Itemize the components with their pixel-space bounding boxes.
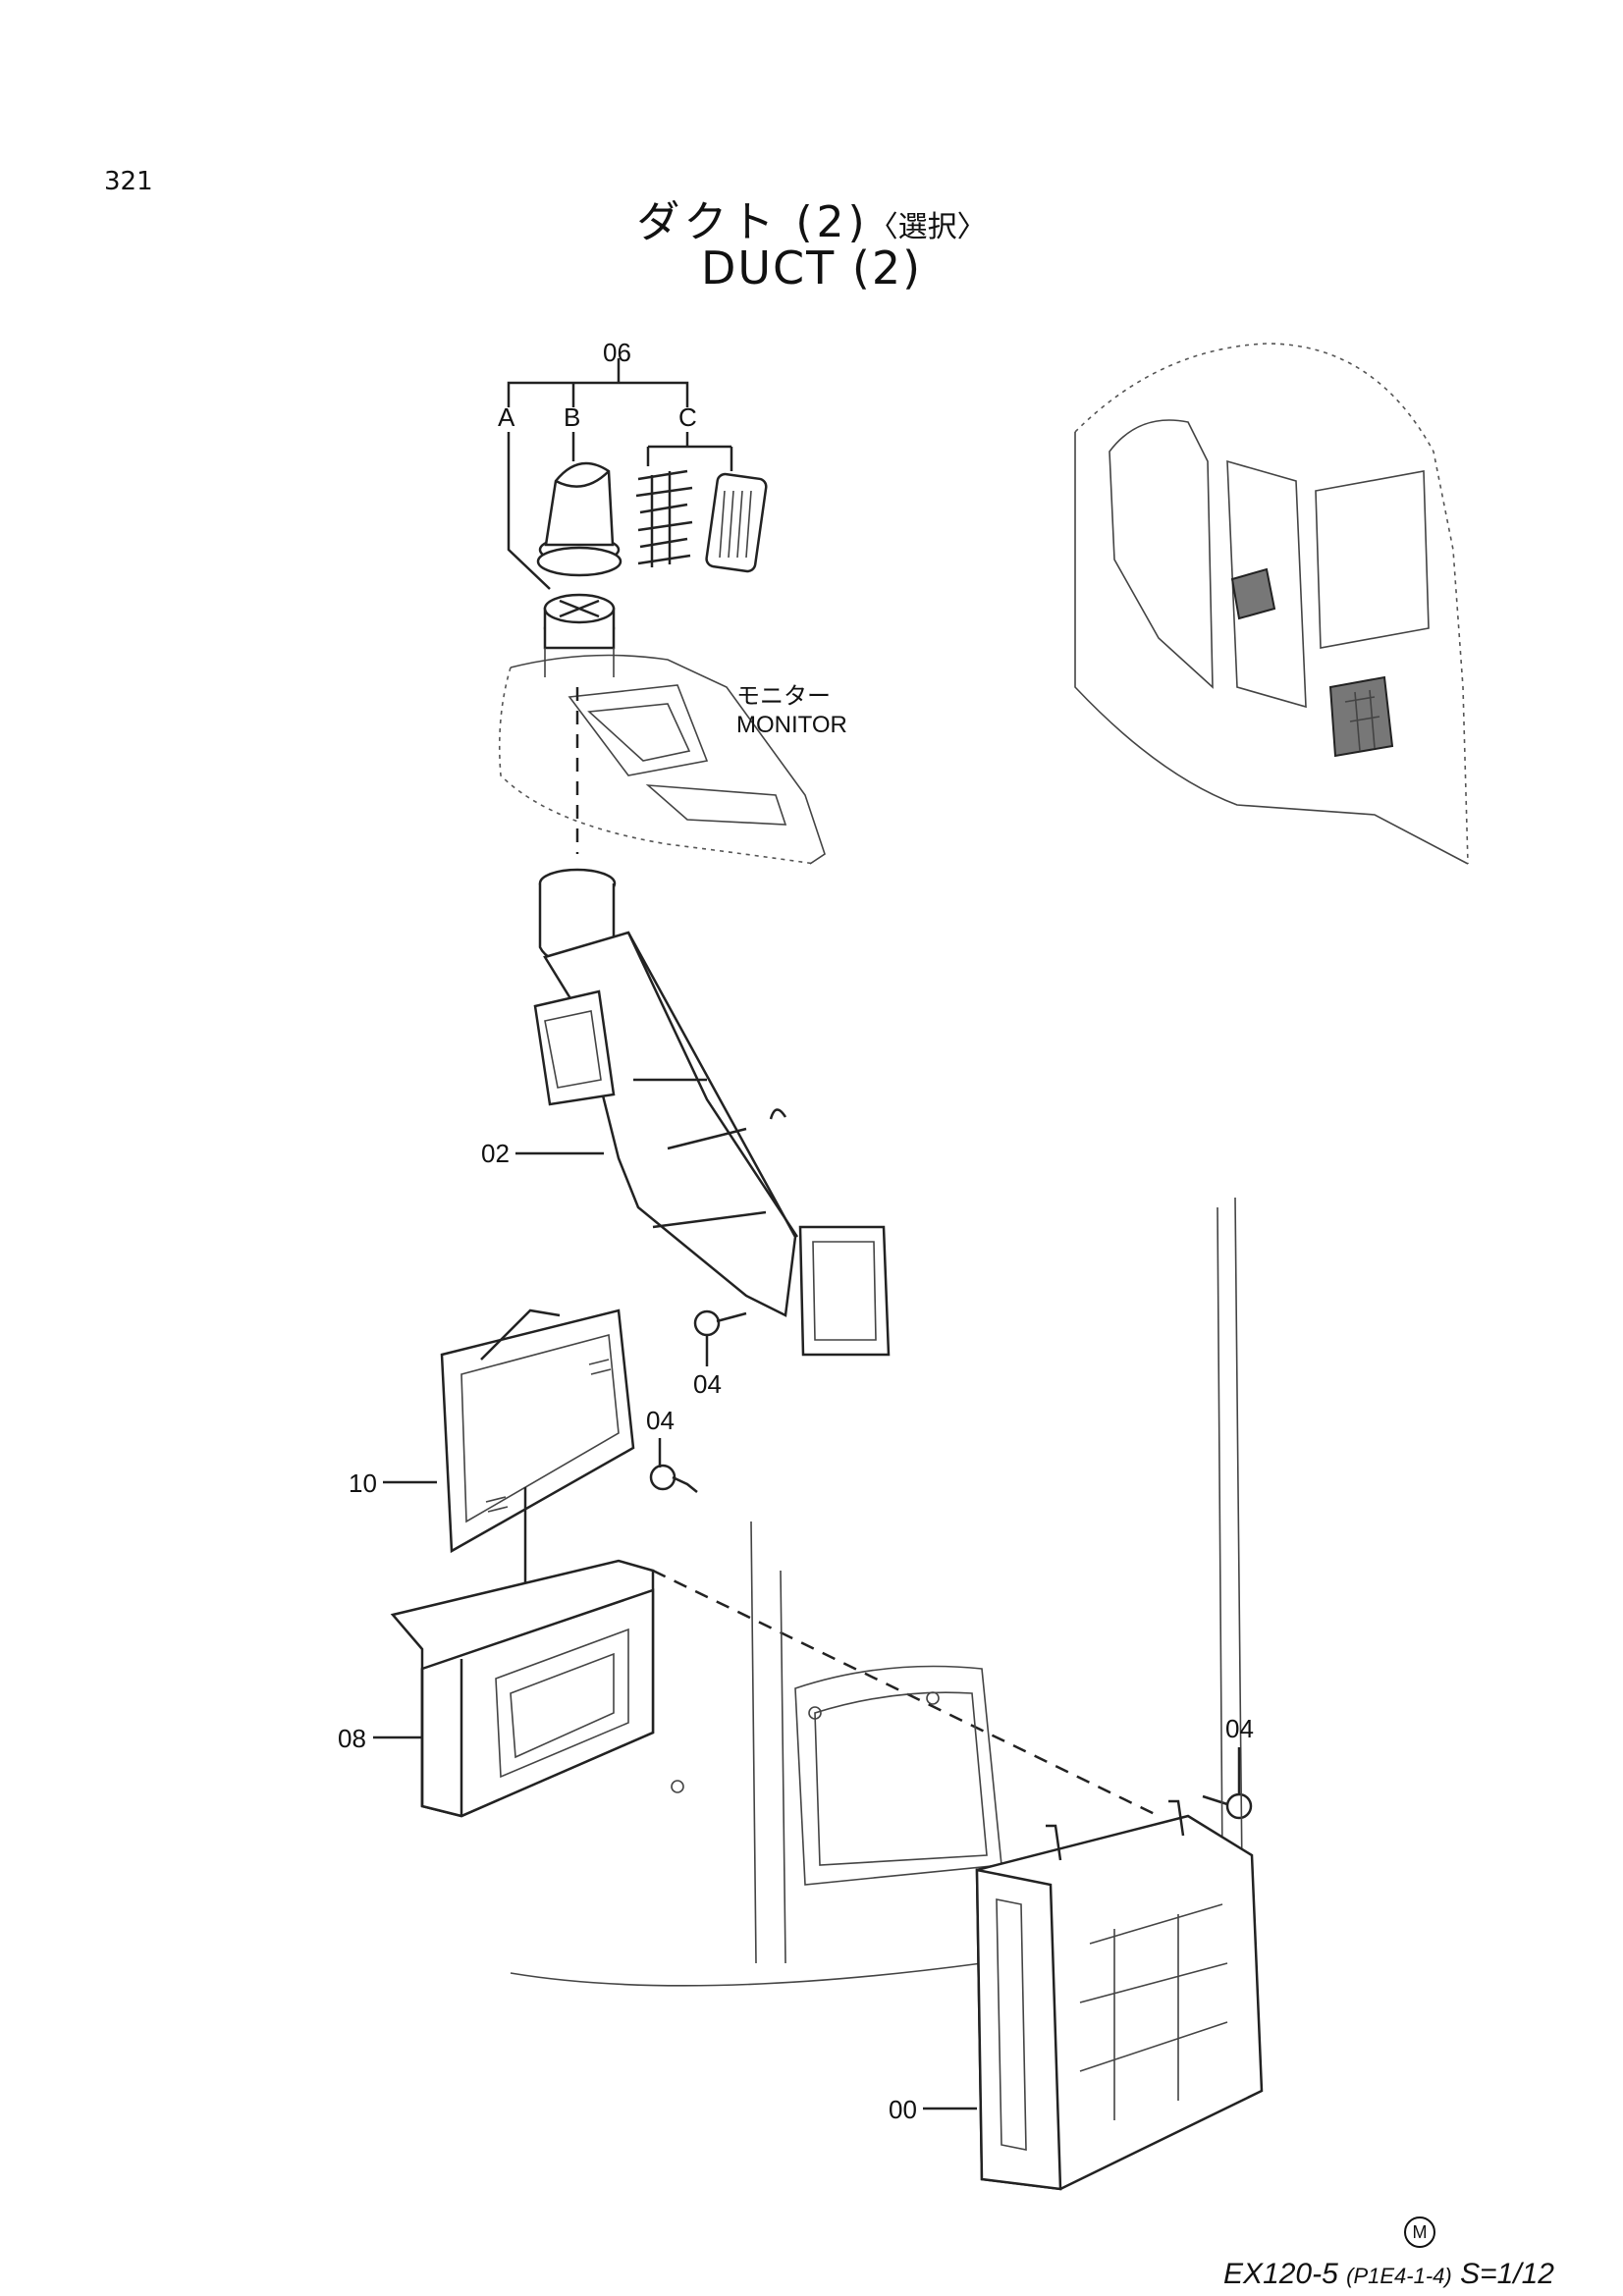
callout-10: 10 — [349, 1468, 377, 1498]
part-06a-round-vent — [543, 593, 616, 650]
callout-leaders — [373, 1151, 1241, 2110]
part-06c-grille — [705, 472, 768, 573]
callout-08: 08 — [338, 1724, 366, 1753]
note-monitor-en: MONITOR — [736, 712, 847, 738]
callout-04-upper: 04 — [693, 1369, 722, 1399]
callout-06: 06 — [603, 338, 631, 367]
part-10-filter — [440, 1308, 635, 1554]
monitor-housing — [498, 648, 826, 865]
callout-06c: C — [678, 402, 697, 432]
title-japanese: ダクト (2)〈選択〉 — [0, 187, 1623, 249]
mark-circled: M — [1404, 2216, 1435, 2248]
callout-00: 00 — [889, 2095, 917, 2124]
footer-scale: S=1/12 — [1460, 2258, 1554, 2290]
leader-case-to-cover — [652, 1569, 1160, 1818]
callout-04-middle: 04 — [646, 1406, 675, 1435]
part-04-screw-c — [1202, 1792, 1253, 1820]
title-option-label: 〈選択〉 — [868, 210, 987, 244]
title-japanese-text: ダクト (2) — [636, 197, 869, 247]
footer-model: EX120-5 — [1223, 2258, 1338, 2290]
note-monitor-jp: モニター — [736, 682, 831, 710]
part-06c-louver — [635, 469, 693, 567]
part-06b-nozzle — [536, 461, 622, 577]
part-04-screw-a — [693, 1309, 747, 1337]
callout-06-bracket — [507, 358, 733, 590]
footer-reference: EX120-5 (P1E4-1-4) S=1/12 — [1223, 2258, 1554, 2291]
title-english: DUCT (2) — [700, 241, 923, 294]
callout-06b: B — [564, 402, 581, 432]
callout-02: 02 — [481, 1139, 510, 1168]
callout-06a: A — [498, 402, 515, 432]
part-02-duct — [533, 868, 891, 1357]
page-number: 321 — [104, 167, 153, 196]
callout-04-lower: 04 — [1225, 1714, 1254, 1743]
part-00-cover — [975, 1799, 1264, 2191]
footer-code: (P1E4-1-4) — [1346, 2264, 1452, 2288]
cab-inset-illustration — [1074, 343, 1469, 865]
part-04-screw-b — [649, 1464, 698, 1493]
part-08-filter-case — [390, 1559, 655, 1818]
